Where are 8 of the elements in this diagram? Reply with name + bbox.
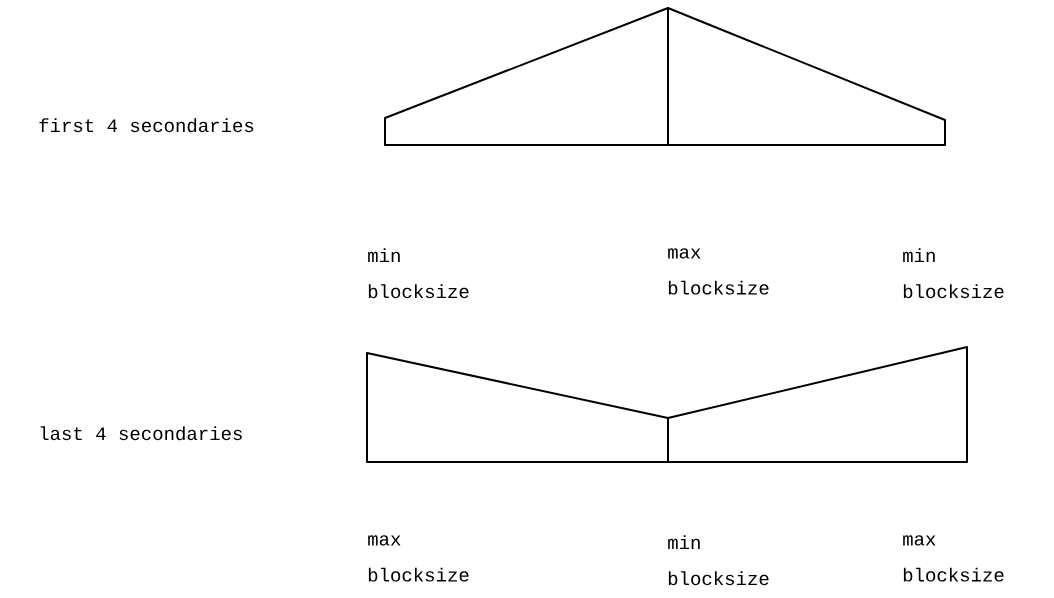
axis-label: max blocksize [668, 248, 769, 295]
axis-label: last 4 secondaries [40, 426, 242, 441]
axis-label: min blocksize [668, 535, 769, 586]
axis-label: min blocksize [368, 248, 469, 299]
axis-label: min blocksize [903, 248, 1004, 299]
axis-label: max blocksize [903, 535, 1004, 582]
axis-label: max blocksize [368, 535, 469, 582]
axis-label: first 4 secondaries [39, 118, 254, 133]
